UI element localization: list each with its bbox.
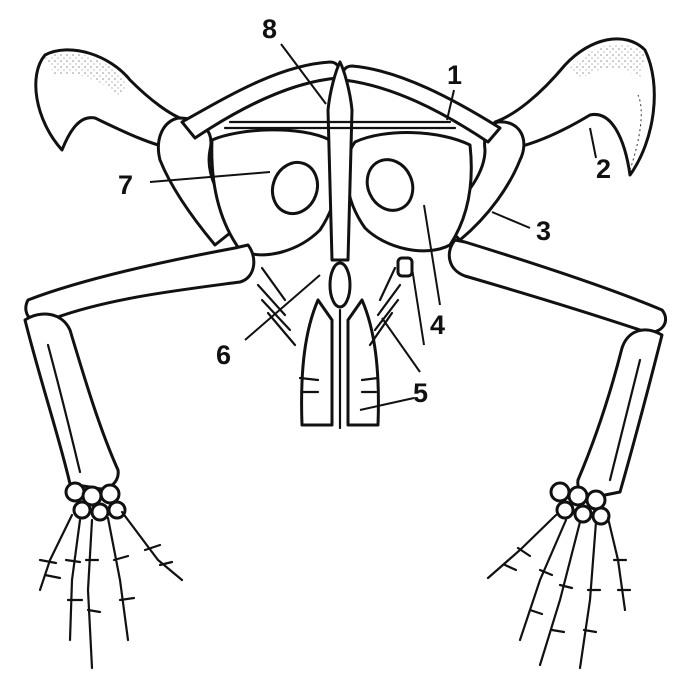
- right-clavicle: [342, 66, 500, 142]
- right-humerus: [449, 240, 665, 332]
- label-5: 5: [413, 378, 428, 408]
- label-4: 4: [430, 310, 445, 340]
- left-carpals: [66, 483, 125, 520]
- right-radioulna: [578, 330, 662, 497]
- left-humerus: [26, 245, 254, 322]
- left-clavicle: [182, 62, 340, 138]
- label-7: 7: [118, 170, 133, 200]
- left-radioulna: [25, 314, 118, 489]
- label-3: 3: [536, 216, 551, 246]
- right-digits: [488, 515, 630, 668]
- left-digits: [40, 512, 182, 668]
- label-1: 1: [447, 60, 462, 90]
- label-6: 6: [216, 340, 231, 370]
- label-2: 2: [596, 154, 611, 184]
- label-8: 8: [262, 14, 277, 44]
